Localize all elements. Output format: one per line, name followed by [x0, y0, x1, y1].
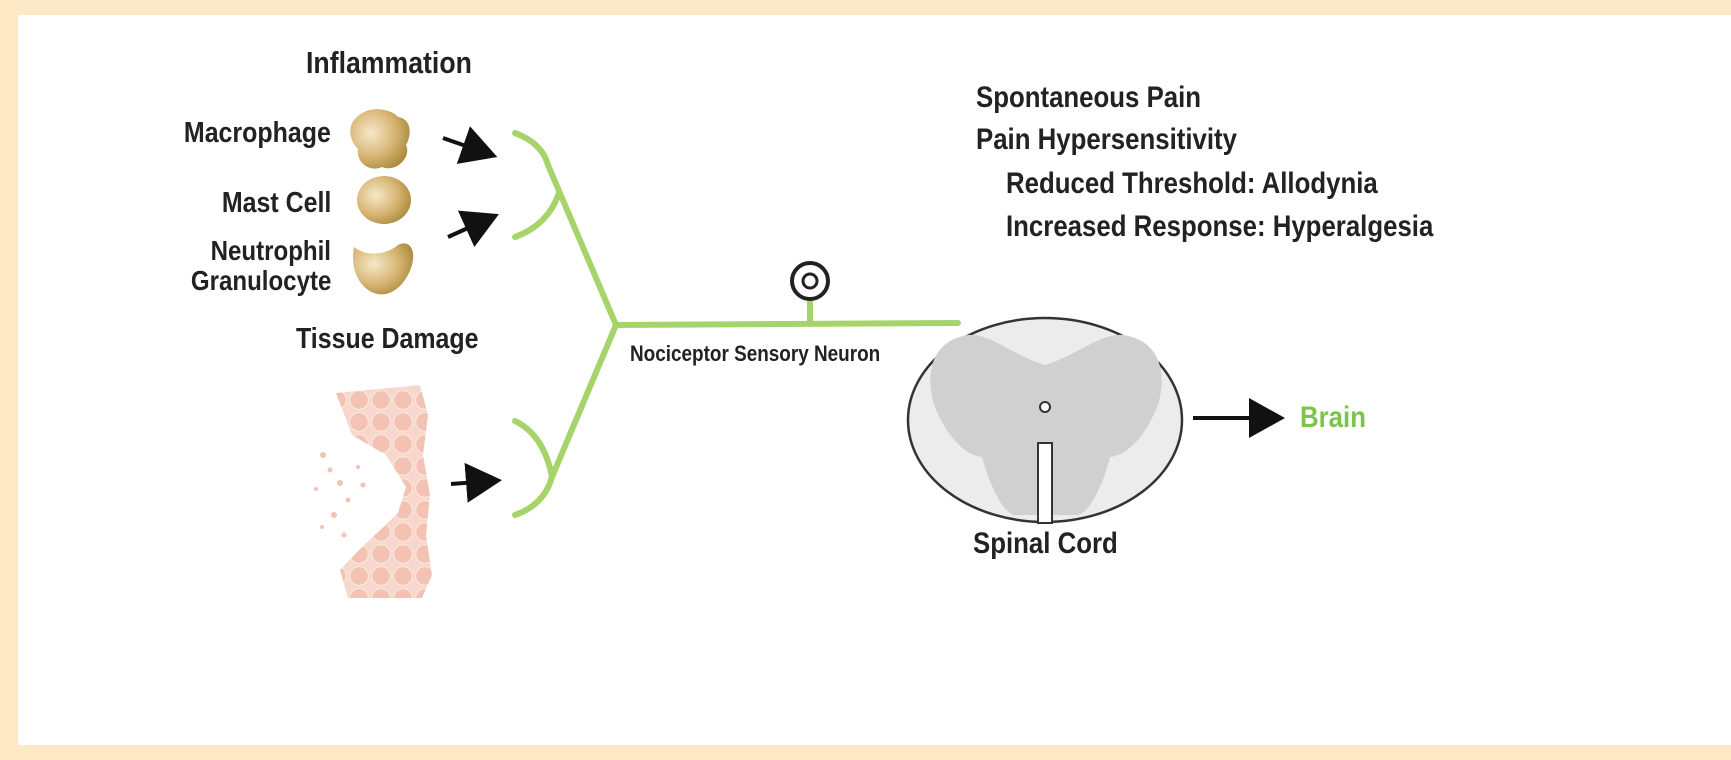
outcome-increased-response: Increased Response: Hyperalgesia	[1006, 210, 1434, 243]
tissue-arrow-icon	[450, 462, 502, 503]
nociceptor-neuron	[512, 130, 961, 518]
tissue-damage-label: Tissue Damage	[296, 323, 479, 355]
inflammation-label: Inflammation	[306, 45, 472, 80]
diagram-canvas	[314, 109, 1285, 598]
spinal-cord-icon	[906, 316, 1184, 524]
diagram-panel: Inflammation Macrophage Mast Cell Neutro…	[18, 15, 1731, 745]
neuron-label: Nociceptor Sensory Neuron	[630, 341, 881, 366]
macrophage-arrow-icon	[442, 126, 498, 164]
mast-cell-arrow-icon	[447, 210, 499, 248]
brain-label: Brain	[1300, 401, 1366, 434]
damaged-tissue-icon	[336, 385, 432, 598]
cell-body-icon	[790, 261, 830, 301]
macrophage-label: Macrophage	[184, 117, 331, 149]
outcome-pain-hypersensitivity: Pain Hypersensitivity	[976, 123, 1237, 156]
neutrophil-label-line2: Granulocyte	[190, 265, 331, 296]
mast-cell-icon	[357, 176, 411, 224]
macrophage-cell-icon	[350, 109, 410, 169]
neutrophil-label-line1: Neutrophil	[210, 235, 331, 266]
outcome-spontaneous-pain: Spontaneous Pain	[976, 81, 1202, 114]
neutrophil-cell-icon	[352, 243, 414, 295]
spinal-cord-label: Spinal Cord	[973, 527, 1118, 560]
outcome-reduced-threshold: Reduced Threshold: Allodynia	[1006, 167, 1378, 200]
tissue-debris	[314, 452, 366, 538]
mast-cell-label: Mast Cell	[221, 187, 331, 219]
